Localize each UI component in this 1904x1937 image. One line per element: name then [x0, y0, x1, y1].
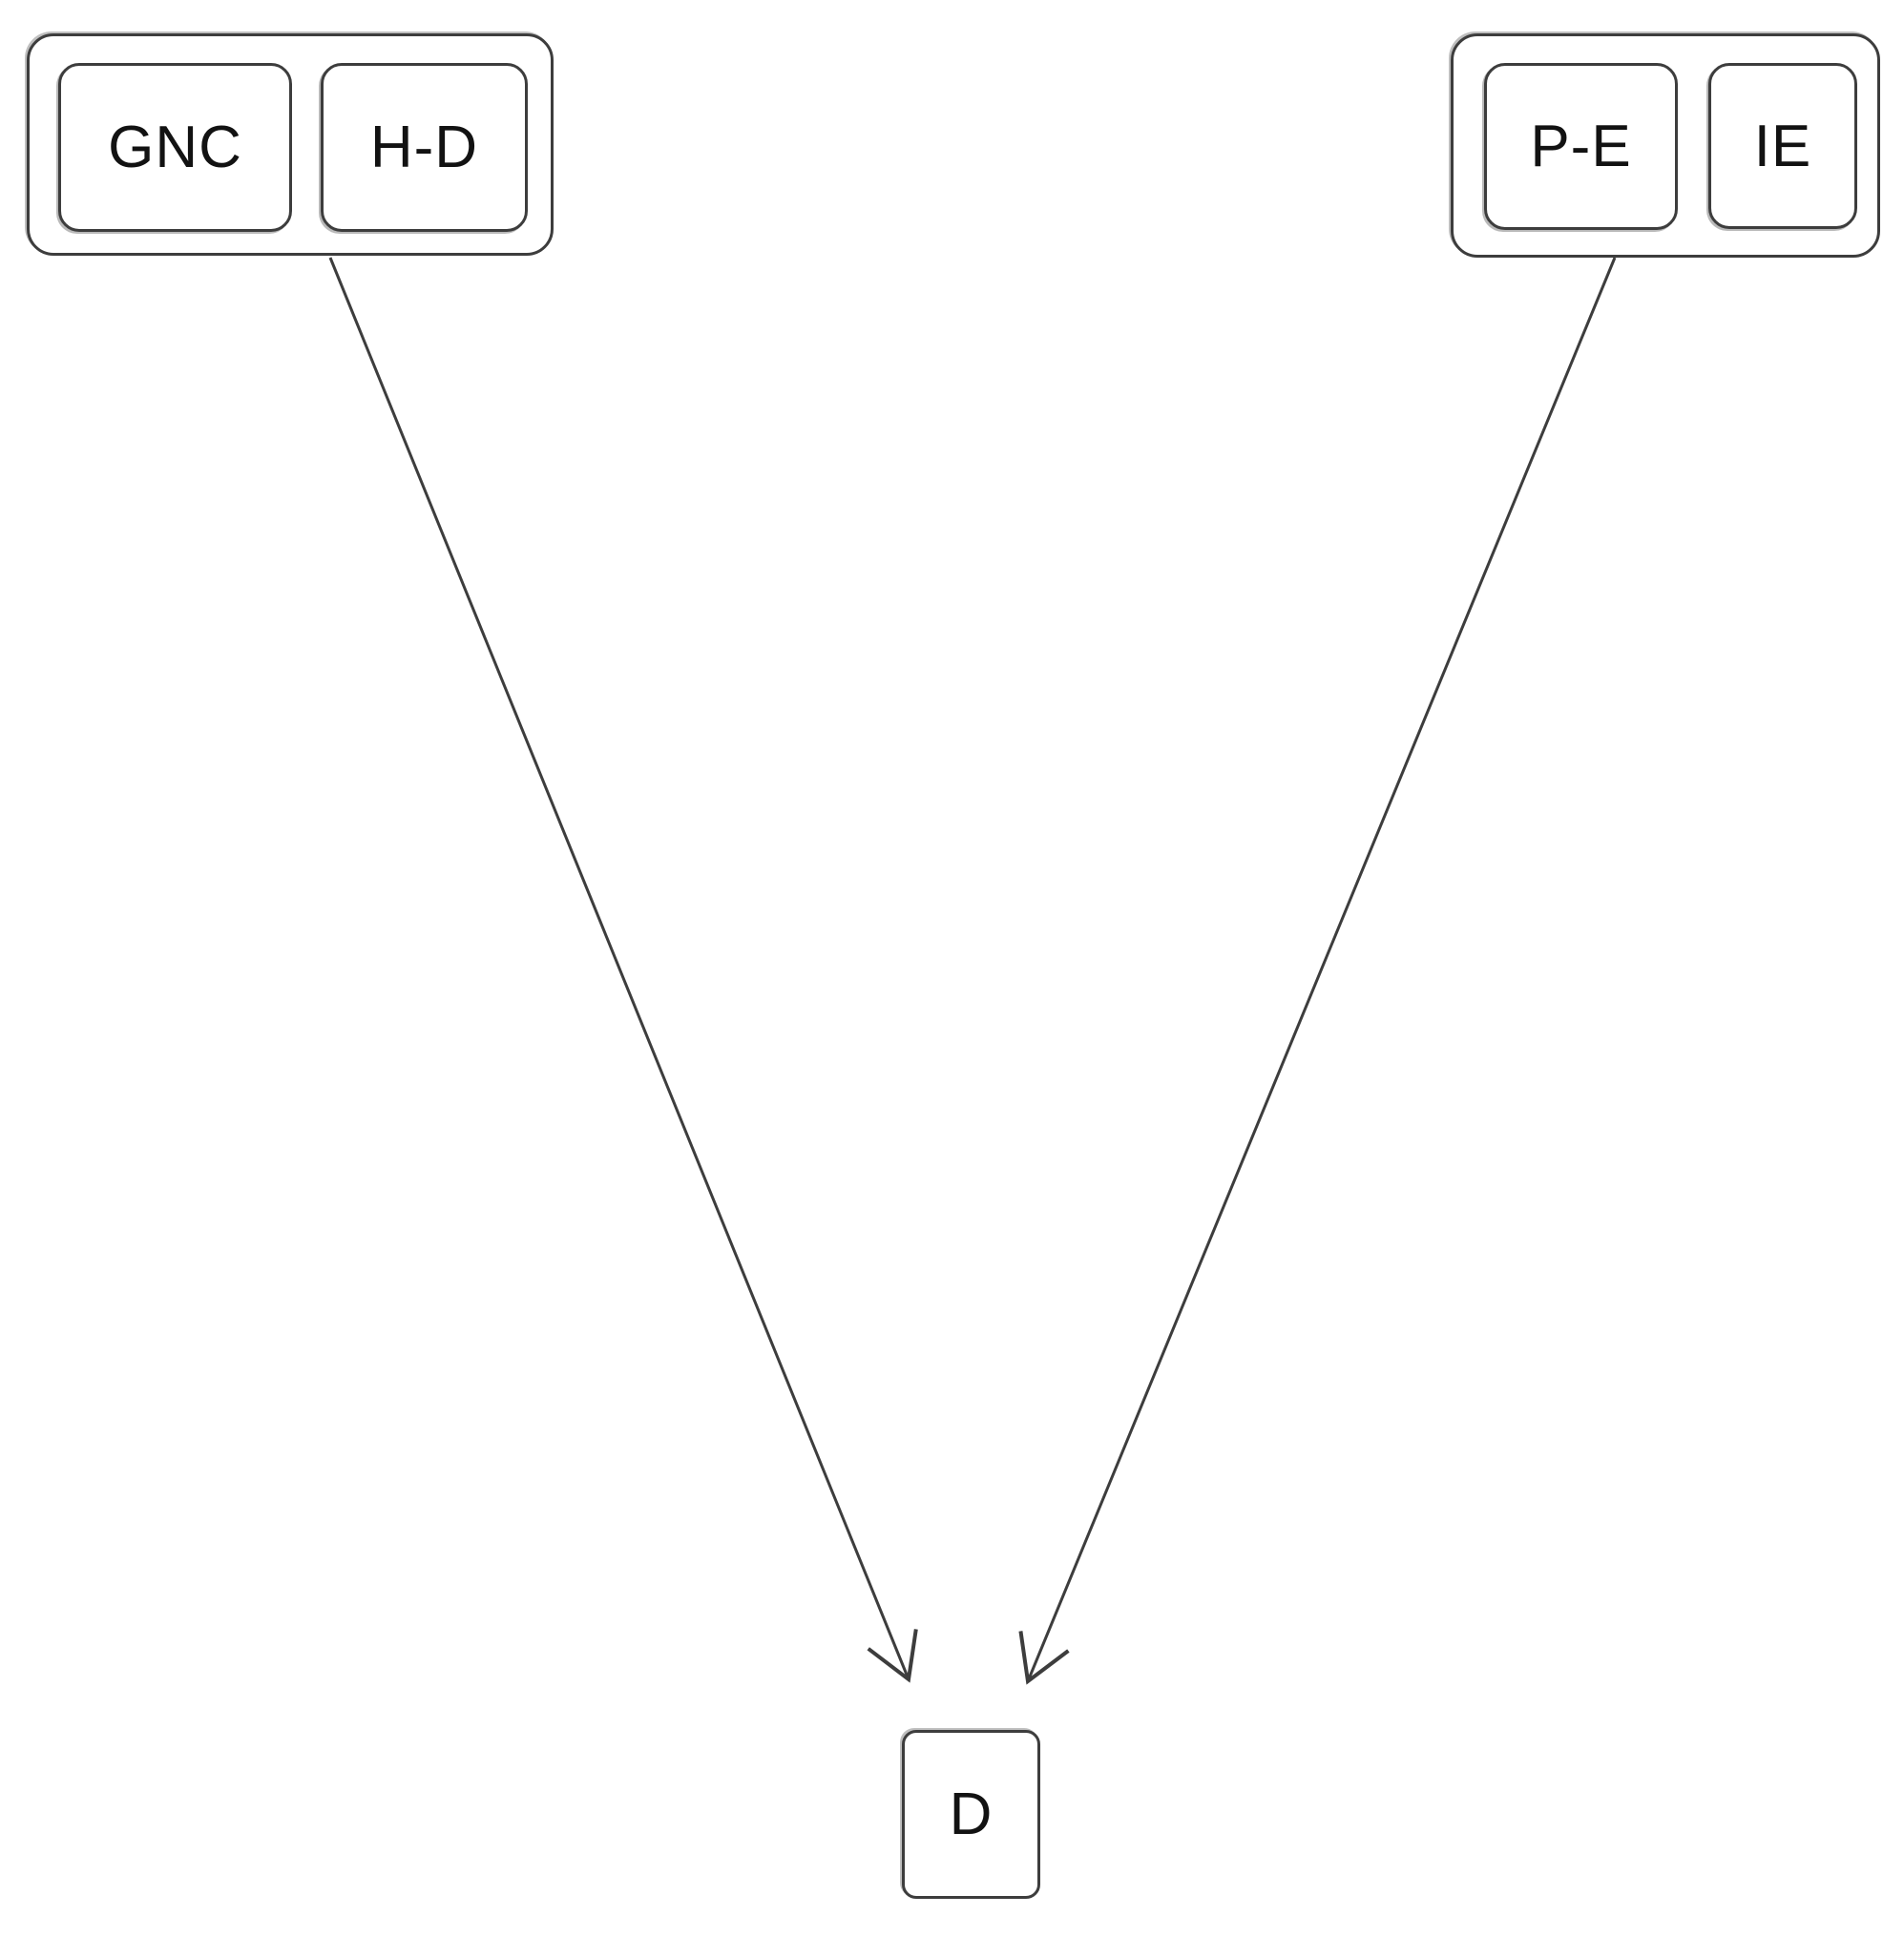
node-d: D	[902, 1730, 1040, 1899]
node-pe: P-E	[1484, 63, 1678, 230]
node-gnc: GNC	[58, 63, 292, 232]
node-ie-label: IE	[1753, 113, 1812, 179]
node-hd: H-D	[321, 63, 528, 232]
node-hd-label: H-D	[369, 115, 479, 180]
node-ie: IE	[1708, 63, 1857, 229]
cluster-right: P-E IE	[1451, 33, 1880, 258]
node-pe-label: P-E	[1530, 114, 1632, 179]
node-gnc-label: GNC	[108, 115, 242, 180]
node-d-label: D	[949, 1781, 994, 1847]
edge-right-cluster-to-d	[1018, 257, 1617, 1685]
edge-left-cluster-to-d	[328, 257, 918, 1683]
cluster-left: GNC H-D	[27, 33, 554, 256]
